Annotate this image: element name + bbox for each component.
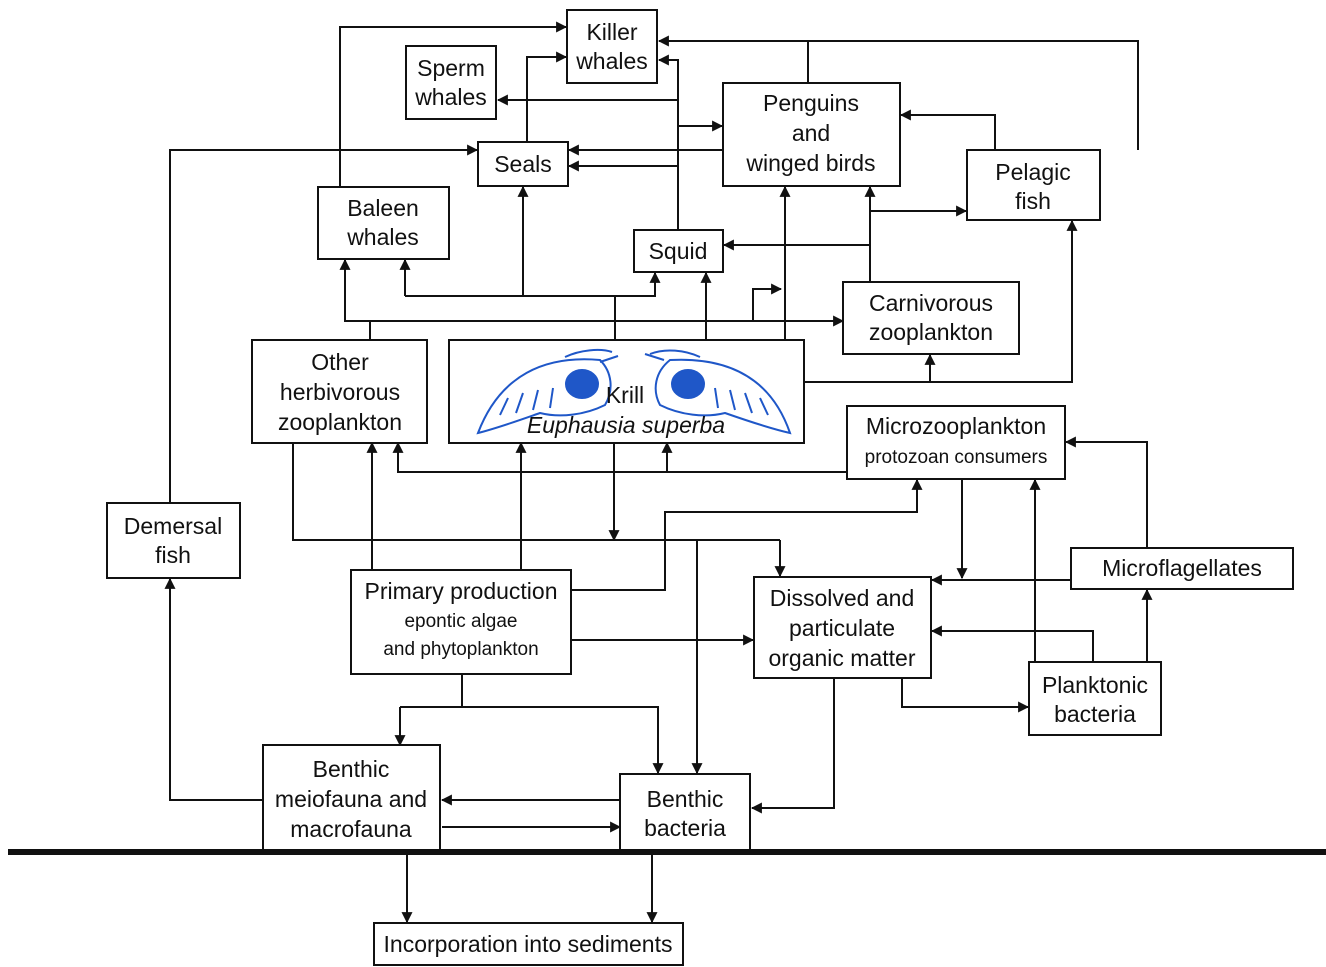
- connections: [8, 21, 1326, 924]
- node-primary-production: Primary production epontic algae and phy…: [350, 569, 572, 675]
- node-microflagellates: Microflagellates: [1070, 547, 1294, 590]
- edge-krill-to-squid: [615, 271, 661, 297]
- krill-label: Krill: [606, 382, 644, 408]
- pelagic-fish-line-1: Pelagic: [995, 159, 1070, 185]
- benthic-fauna-line-1: Benthic: [313, 756, 390, 782]
- node-pelagic-fish: Pelagic fish: [966, 149, 1101, 221]
- primary-production-sub-1: epontic algae: [404, 611, 517, 632]
- primary-production-sub-2: and phytoplankton: [383, 639, 538, 660]
- herbivorous-line-3: zooplankton: [278, 409, 402, 435]
- primary-production-title: Primary production: [364, 578, 557, 604]
- node-seals: Seals: [477, 141, 569, 187]
- node-penguins: Penguins and winged birds: [722, 82, 901, 187]
- node-benthic-fauna: Benthic meiofauna and macrofauna: [262, 744, 441, 851]
- planktonic-bacteria-line-1: Planktonic: [1042, 672, 1148, 698]
- herbivorous-line-1: Other: [311, 349, 369, 375]
- baleen-whales-line-1: Baleen: [347, 195, 419, 221]
- edge-fauna-to-demersal: [164, 577, 263, 801]
- edge-squid-to-killer: [657, 54, 679, 230]
- penguins-line-1: Penguins: [763, 90, 859, 116]
- node-carnivorous-zooplankton: Carnivorous zooplankton: [842, 281, 1020, 355]
- edge-herbivorous-to-dissolved: [292, 443, 780, 541]
- benthic-fauna-line-3: macrofauna: [290, 816, 412, 842]
- edge-krill-to-carnivorous: [752, 283, 783, 321]
- killer-whales-line-1: Killer: [586, 19, 637, 45]
- demersal-fish-line-2: fish: [155, 542, 191, 568]
- node-other-herbivorous-zooplankton: Other herbivorous zooplankton: [251, 339, 428, 444]
- carnivorous-line-1: Carnivorous: [869, 290, 993, 316]
- node-planktonic-bacteria: Planktonic bacteria: [1028, 661, 1162, 736]
- killer-whales-line-2: whales: [575, 48, 648, 74]
- edge-primary-to-benthic: [400, 675, 463, 708]
- edge-baleen-to-killer: [339, 21, 568, 187]
- edge-microflag-to-micro: [1064, 436, 1148, 548]
- penguins-line-3: winged birds: [745, 150, 875, 176]
- edge-bacteria-to-dissolved: [930, 625, 1094, 662]
- seals-label: Seals: [494, 151, 552, 177]
- edge-primary-to-bbacteria: [462, 706, 664, 775]
- dissolved-line-3: organic matter: [768, 645, 915, 671]
- edge-micro-to-herbivorous: [392, 441, 846, 473]
- microzooplankton-title: Microzooplankton: [866, 413, 1046, 439]
- sperm-whales-line-1: Sperm: [417, 55, 485, 81]
- planktonic-bacteria-line-2: bacteria: [1054, 701, 1136, 727]
- benthic-fauna-line-2: meiofauna and: [275, 786, 427, 812]
- edge-seals-to-killer: [526, 51, 568, 142]
- node-sperm-whales: Sperm whales: [405, 45, 497, 120]
- edge-pelagic-to-penguins: [899, 109, 996, 150]
- krill-illustration-right: [644, 349, 792, 435]
- microflagellates-label: Microflagellates: [1102, 555, 1262, 581]
- microzooplankton-subtitle: protozoan consumers: [865, 447, 1048, 468]
- herbivorous-line-2: herbivorous: [280, 379, 400, 405]
- node-microzooplankton: Microzooplankton protozoan consumers: [846, 405, 1066, 480]
- benthic-bacteria-line-2: bacteria: [644, 815, 726, 841]
- node-dissolved-organic-matter: Dissolved and particulate organic matter: [753, 576, 932, 679]
- krill-illustration-left: [476, 348, 619, 435]
- edge-dissolved-to-bbacteria: [750, 678, 835, 814]
- baleen-whales-line-2: whales: [346, 224, 419, 250]
- edge-demersal-to-seals: [169, 144, 479, 503]
- edge-primary-to-micro: [572, 478, 923, 591]
- benthic-bacteria-line-1: Benthic: [647, 786, 724, 812]
- dissolved-line-2: particulate: [789, 615, 895, 641]
- node-baleen-whales: Baleen whales: [317, 186, 450, 260]
- krill-species-label: Euphausia superba: [527, 412, 725, 438]
- dissolved-line-1: Dissolved and: [770, 585, 914, 611]
- demersal-fish-line-1: Demersal: [124, 513, 222, 539]
- edge-krill-to-pelagic: [805, 219, 1078, 383]
- edge-dissolved-to-bacteria: [901, 678, 1030, 713]
- node-killer-whales: Killer whales: [566, 9, 658, 84]
- edge-pelagic-to-killer: [657, 35, 1139, 150]
- node-demersal-fish: Demersal fish: [106, 502, 241, 579]
- sperm-whales-line-2: whales: [414, 84, 487, 110]
- node-benthic-bacteria: Benthic bacteria: [619, 773, 751, 851]
- node-sediments: Incorporation into sediments: [373, 922, 684, 966]
- edge-krill-bus: [405, 295, 616, 340]
- squid-label: Squid: [649, 238, 708, 264]
- penguins-line-2: and: [792, 120, 830, 146]
- carnivorous-line-2: zooplankton: [869, 319, 993, 345]
- edge-herbivorous-to-baleen: [339, 258, 371, 340]
- node-squid: Squid: [633, 229, 724, 273]
- node-krill: Krill Euphausia superba: [448, 339, 805, 444]
- pelagic-fish-line-2: fish: [1015, 188, 1051, 214]
- sediments-label: Incorporation into sediments: [384, 931, 673, 957]
